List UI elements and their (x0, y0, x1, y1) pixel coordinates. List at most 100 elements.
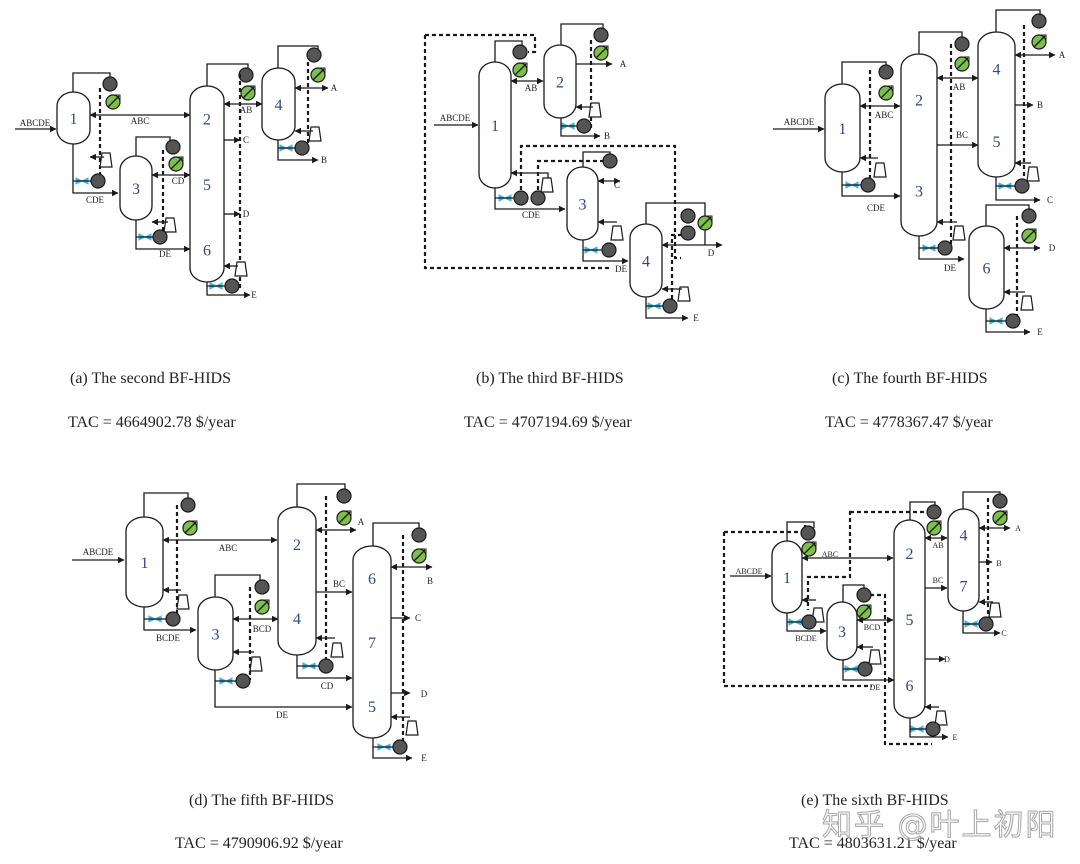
column-e3-number: 3 (838, 624, 846, 641)
column-a256-number: 2 (203, 112, 211, 129)
overhead-a3 (135, 136, 171, 156)
compressor-icon (224, 278, 240, 294)
stream-de-b: DE (615, 264, 627, 274)
condenser-arrow-icon (256, 600, 269, 613)
column-c1-number: 1 (839, 121, 847, 138)
condenser-arrow-head-icon (1002, 510, 1008, 516)
stream-cde-a: CDE (86, 195, 105, 205)
hi-b-outer-left (423, 35, 610, 270)
compressor-icon (926, 504, 942, 520)
compressor-icon (800, 525, 816, 541)
column-e256-number: 2 (906, 546, 914, 563)
column-b1-number: 1 (491, 118, 499, 135)
column-c45-number: 5 (993, 134, 1001, 151)
e-line-e (909, 729, 949, 741)
stream-abc-d: ABC (219, 543, 238, 553)
stream-d-a: D (243, 209, 250, 219)
condenser-arrow-head-icon (888, 85, 894, 91)
compressor-icon (152, 229, 168, 245)
column-e256-number: 5 (906, 612, 914, 629)
compressor-icon (238, 67, 254, 83)
stream-b-d: B (427, 576, 433, 586)
caption-c: (c) The fourth BF-HIDS (832, 370, 988, 387)
compressor-icon (180, 497, 196, 513)
overhead-e1 (786, 521, 815, 541)
condenser-arrow-icon (858, 605, 871, 618)
compressor-icon (937, 240, 953, 256)
stream-cd-d: CD (321, 681, 334, 691)
reboiler-icon (1026, 166, 1040, 182)
condenser-arrow-head-icon (178, 156, 184, 162)
bcde-line-d (143, 619, 197, 634)
condenser-arrow-icon (595, 46, 608, 59)
condenser-arrow-icon (170, 157, 183, 170)
column-a3-number: 3 (132, 181, 140, 198)
compressor-icon (978, 616, 994, 632)
reboiler-icon (234, 261, 248, 277)
stream-c-c: C (1047, 195, 1053, 205)
reboiler-icon (1020, 295, 1034, 311)
condenser-arrow-head-icon (421, 548, 427, 554)
stream-d-c: D (1049, 243, 1056, 253)
cde-line-b (494, 198, 566, 213)
compressor-icon (856, 587, 872, 603)
column-b2 (543, 44, 577, 119)
stream-e-d: E (421, 753, 427, 763)
condenser-arrow-icon (1023, 229, 1036, 242)
compressor-icon (954, 36, 970, 52)
tac-a: TAC = 4664902.78 $/year (68, 414, 236, 431)
de-line-c (918, 248, 965, 263)
c-line-e (962, 624, 1001, 637)
reboiler-icon (308, 126, 322, 142)
reboiler-icon (677, 286, 691, 302)
column-e1-number: 1 (783, 570, 791, 587)
column-a1-number: 1 (70, 111, 78, 128)
compressor-icon (593, 27, 609, 43)
stream-bc-c: BC (956, 130, 968, 140)
overhead-d6 (372, 522, 420, 546)
stream-b-b: B (604, 131, 610, 141)
bot-d3 (214, 670, 236, 682)
tac-b: TAC = 4707194.69 $/year (464, 414, 632, 431)
reboiler-icon (868, 649, 882, 665)
condenser-arrow-head-icon (811, 541, 817, 547)
stream-d-b: D (708, 248, 715, 258)
stream-bcde-d: BCDE (156, 633, 181, 643)
column-e3 (826, 601, 858, 661)
stream-cde-b: CDE (522, 210, 541, 220)
condenser-arrow-head-icon (346, 510, 352, 516)
condenser-arrow-icon (803, 542, 816, 555)
stream-a-b: A (620, 59, 627, 69)
overhead-c6 (985, 204, 1030, 226)
stream-e-b: E (693, 313, 699, 323)
column-c45 (977, 31, 1016, 178)
reboiler-icon (176, 594, 190, 610)
overhead-b2 (560, 23, 604, 45)
column-d675-number: 5 (368, 699, 376, 716)
stream-abc-c: ABC (875, 110, 894, 120)
stream-bcd-e: BCD (864, 623, 881, 632)
feed-label-a: ABCDE (20, 118, 51, 128)
condenser-arrow-icon (413, 549, 426, 562)
compressor-icon (992, 493, 1008, 509)
watermark-text: 知乎 @叶上初阳 (822, 808, 1058, 844)
compressor-icon (602, 153, 618, 169)
hi-e-mid (806, 510, 852, 610)
bot-d2 (296, 655, 319, 667)
compressor-icon (235, 673, 251, 689)
stream-b-c: B (1037, 100, 1043, 110)
overhead-c2 (918, 31, 963, 54)
column-b2-number: 2 (556, 75, 564, 92)
reboiler-icon (163, 217, 177, 233)
condenser-arrow-icon (880, 86, 893, 99)
stream-de-e: DE (870, 683, 881, 692)
condenser-arrow-icon (1033, 35, 1046, 48)
reboiler-icon (610, 225, 624, 241)
stream-ab-a: AB (240, 105, 253, 115)
stream-e-e: E (953, 733, 958, 742)
hi-b-mid (519, 144, 681, 260)
stream-c-a: C (243, 135, 249, 145)
stream-c-d: C (415, 613, 421, 623)
condenser-arrow-icon (107, 95, 120, 108)
compressor-icon (392, 739, 408, 755)
